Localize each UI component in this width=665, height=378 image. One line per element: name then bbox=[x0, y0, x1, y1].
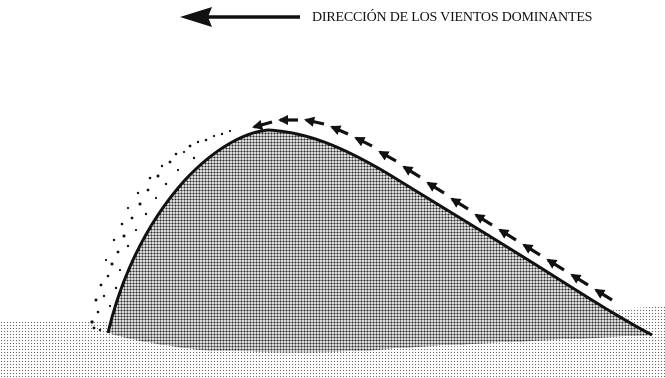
wind-flow-arrows bbox=[252, 114, 613, 302]
wind-direction-label: DIRECCIÓN DE LOS VIENTOS DOMINANTES bbox=[312, 10, 593, 25]
dune-crest-line bbox=[106, 128, 653, 337]
left-arrow-icon bbox=[180, 7, 300, 27]
blown-sand-particles bbox=[90, 129, 232, 332]
dune-body bbox=[108, 130, 652, 353]
